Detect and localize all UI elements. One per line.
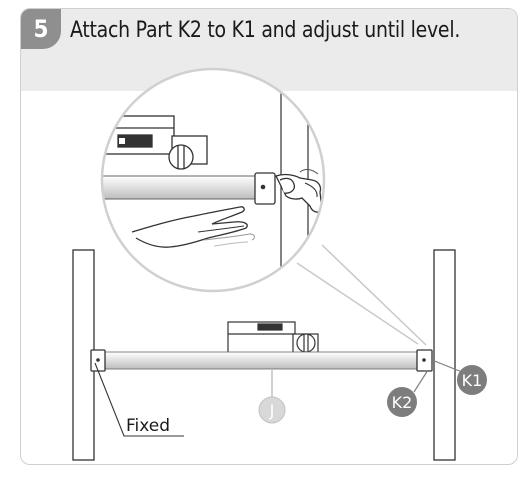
part-j-callout: J xyxy=(258,370,286,424)
part-k1-label: K1 xyxy=(462,371,483,390)
right-frame-leg xyxy=(433,249,456,461)
step-header: 5 Attach Part K2 to K1 and adjust until … xyxy=(21,9,517,91)
part-k2-callout: K2 xyxy=(387,369,429,417)
fixed-callout: Fixed xyxy=(94,362,184,437)
part-k2-label: K2 xyxy=(392,393,413,412)
step-instruction: Attach Part K2 to K1 and adjust until le… xyxy=(70,18,461,43)
part-k1-callout: K1 xyxy=(431,359,487,395)
magnified-detail xyxy=(100,67,326,293)
crossbar-j xyxy=(97,351,429,370)
part-j-label: J xyxy=(269,401,275,420)
fixed-label: Fixed xyxy=(126,416,170,436)
step-number-badge: 5 xyxy=(21,9,61,49)
center-bracket xyxy=(227,321,319,357)
